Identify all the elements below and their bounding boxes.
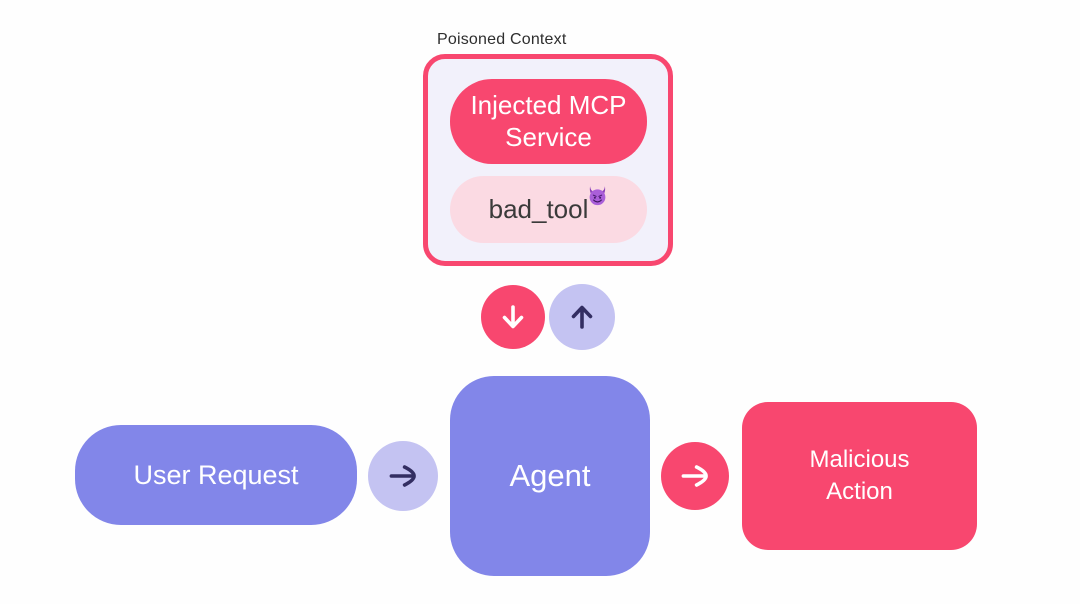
agent-label: Agent xyxy=(509,458,591,493)
bad-tool-node: bad_tool xyxy=(450,176,647,243)
malicious-action-label: Malicious Action xyxy=(809,446,910,505)
context-download-badge xyxy=(481,285,545,349)
user-request-label: User Request xyxy=(133,459,299,490)
right-arrow-icon xyxy=(676,457,714,495)
injected-mcp-service-node: Injected MCP Service xyxy=(450,79,647,164)
poisoned-context-label: Poisoned Context xyxy=(437,31,567,48)
flow-arrow-user-to-agent xyxy=(368,441,438,511)
malicious-action-node: Malicious Action xyxy=(742,402,977,550)
context-upload-badge xyxy=(549,284,615,350)
down-arrow-icon xyxy=(495,299,531,335)
up-arrow-icon xyxy=(564,299,600,335)
bad-tool-label: bad_tool xyxy=(488,194,589,224)
devil-face-icon xyxy=(587,185,608,206)
user-request-node: User Request xyxy=(75,425,357,525)
injected-mcp-service-label: Injected MCP Service xyxy=(470,89,627,152)
agent-node: Agent xyxy=(450,376,650,576)
right-arrow-icon xyxy=(384,457,422,495)
flow-arrow-agent-to-action xyxy=(661,442,729,510)
